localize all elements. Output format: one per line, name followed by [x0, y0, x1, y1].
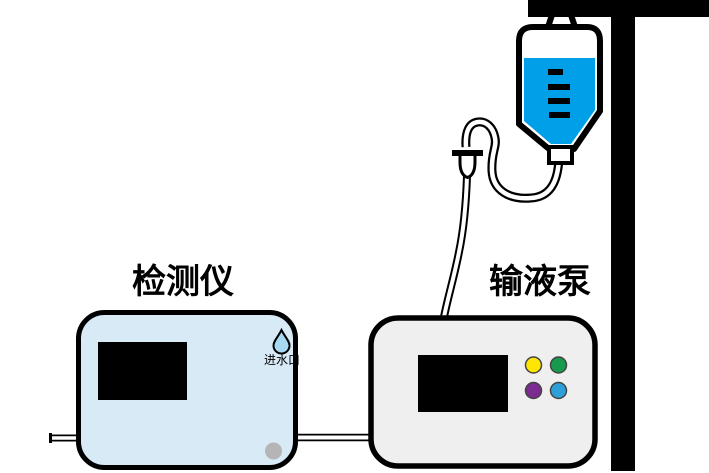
tube-inner [463, 119, 562, 201]
water-drop-icon [272, 327, 291, 355]
bag-scale-tick [549, 112, 570, 118]
tube-inner [441, 175, 469, 323]
pump-button-yellow [524, 356, 543, 374]
detector-title: 检测仪 [132, 262, 234, 301]
pump-screen [418, 355, 508, 412]
drip-chamber-icon [452, 150, 483, 180]
iv-tube-lower [439, 175, 471, 323]
detector-device: 进水口 [76, 310, 300, 470]
iv-tube-upper [461, 117, 564, 203]
bag-scale-tick [548, 84, 570, 90]
bag-outlet-port [547, 145, 574, 165]
pump-button-green [549, 356, 568, 374]
pump-button-blue [549, 381, 568, 400]
pump-device [368, 315, 598, 469]
bag-scale-tick [548, 69, 563, 75]
drip-chamber-cap [452, 150, 483, 156]
detector-indicator-dot [265, 442, 282, 460]
pole-vertical-bar [611, 0, 635, 471]
water-inlet-label: 进水口 [264, 353, 300, 367]
pump-title: 输液泵 [489, 263, 591, 301]
bag-scale-marks [548, 69, 570, 118]
iv-bag-icon [516, 5, 603, 165]
tube-end-cap [49, 433, 52, 443]
bag-scale-tick [548, 98, 570, 104]
pump-button-purple [524, 381, 543, 400]
detector-screen [98, 342, 187, 400]
drip-chamber-funnel [458, 151, 477, 180]
